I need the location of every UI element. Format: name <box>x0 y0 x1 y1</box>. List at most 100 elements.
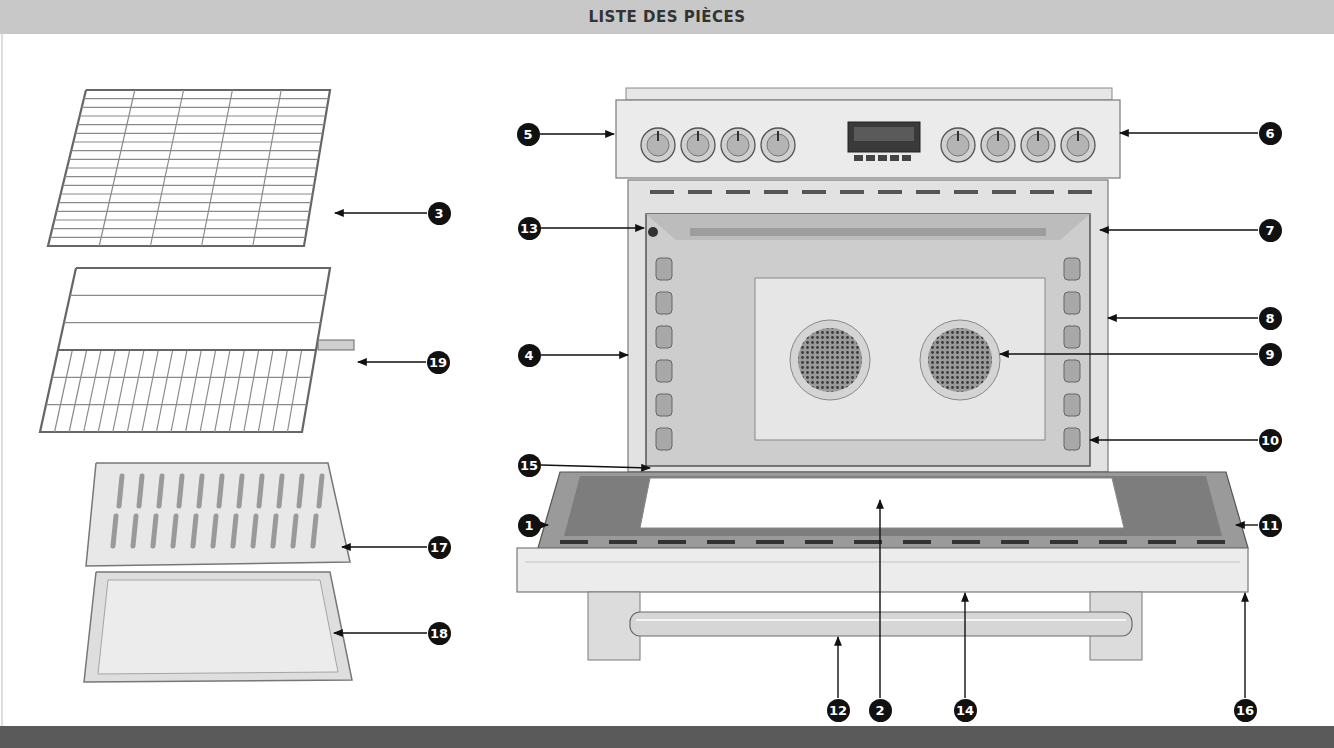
control-knob <box>1021 128 1055 162</box>
control-knob <box>1061 128 1095 162</box>
leader-line <box>541 465 650 468</box>
callout-number: 8 <box>1259 307 1282 330</box>
door-glass <box>640 478 1124 528</box>
knob-body <box>1061 128 1095 162</box>
vent-slot <box>992 190 1016 194</box>
callout-number: 7 <box>1259 219 1282 242</box>
control-knob <box>761 128 795 162</box>
vent-slot <box>916 190 940 194</box>
wire-rack <box>48 90 330 246</box>
knob-body <box>981 128 1015 162</box>
tray-slot <box>153 516 156 546</box>
broil-tray <box>86 463 350 566</box>
vent-slot <box>688 190 712 194</box>
leader-line <box>342 546 427 547</box>
rack-wire <box>84 350 101 432</box>
knob-indicator <box>737 131 739 141</box>
rack-wire <box>142 350 158 432</box>
callout-number: 6 <box>1259 122 1282 145</box>
tray-slot <box>213 516 216 546</box>
door-handle <box>630 612 1132 636</box>
rack-wire <box>171 350 187 432</box>
control-knob <box>641 128 675 162</box>
callout-number: 2 <box>869 699 892 722</box>
panel-button <box>902 155 911 161</box>
leader-line <box>964 593 965 698</box>
tray-slot <box>239 476 242 506</box>
callout-number: 5 <box>517 123 540 146</box>
fan-ring <box>790 320 870 400</box>
tray-slot <box>199 476 202 506</box>
tray-slot <box>253 516 256 546</box>
door-vent <box>609 540 637 544</box>
knob-indicator <box>657 131 659 141</box>
rack-wire <box>65 176 316 177</box>
tray-slot <box>313 516 316 546</box>
callout-number: 4 <box>518 344 541 367</box>
rack-frame <box>48 90 330 246</box>
rack-wire <box>63 185 314 186</box>
vent-slots <box>650 190 1092 194</box>
leader-line <box>1236 524 1258 525</box>
door-vent <box>952 540 980 544</box>
fan-cover <box>755 278 1045 440</box>
leader-line <box>1090 439 1258 440</box>
rack-support <box>656 428 672 450</box>
rack-support <box>656 258 672 280</box>
vent-slot <box>726 190 750 194</box>
rack-wire <box>71 150 320 151</box>
tray-slot <box>293 516 296 546</box>
control-knob <box>721 128 755 162</box>
knob-indicator <box>957 131 959 141</box>
knob-body <box>1021 128 1055 162</box>
rack-wire <box>59 202 312 203</box>
top-element <box>690 228 1046 236</box>
door-vent <box>1197 540 1225 544</box>
control-knob <box>681 128 715 162</box>
rack-wire <box>58 349 316 350</box>
door-vent <box>854 540 882 544</box>
telescopic-slide <box>318 340 354 350</box>
rack-wire <box>75 133 322 134</box>
callout-number: 9 <box>1259 343 1282 366</box>
door-vent <box>1148 540 1176 544</box>
rack-support <box>1064 292 1080 314</box>
convection-fan <box>928 328 992 392</box>
callout-number: 3 <box>428 202 451 225</box>
oven-cavity <box>646 214 1090 466</box>
knob-body <box>941 128 975 162</box>
pan-floor <box>98 580 338 674</box>
button-group <box>854 155 911 161</box>
oven-door <box>538 472 1248 548</box>
leader-line <box>541 354 628 355</box>
handle-highlight <box>636 619 1126 621</box>
rack-wire <box>69 159 318 160</box>
rack-support <box>1064 258 1080 280</box>
tray-slot <box>139 476 142 506</box>
tray-slot <box>259 476 262 506</box>
header-band <box>0 0 1334 34</box>
leader-line <box>335 212 427 213</box>
convection-fan <box>798 328 862 392</box>
vent-slot <box>1068 190 1092 194</box>
tray-slot <box>233 516 236 546</box>
rack-wire <box>56 211 309 212</box>
cavity-top <box>646 214 1090 240</box>
leader-line <box>334 632 427 633</box>
callout-number: 1 <box>518 514 541 537</box>
broil-pan <box>84 572 352 682</box>
rack-wire <box>202 90 233 246</box>
callout-number: 12 <box>827 699 850 722</box>
pan-rim <box>84 572 352 682</box>
door-vent <box>707 540 735 544</box>
knob-indicator <box>697 131 699 141</box>
tray-slot <box>319 476 322 506</box>
rack-wire <box>287 350 301 432</box>
leader-line <box>1244 593 1245 698</box>
display <box>848 122 920 152</box>
vent-slot <box>650 190 674 194</box>
rack-support <box>656 394 672 416</box>
fan-ring <box>920 320 1000 400</box>
